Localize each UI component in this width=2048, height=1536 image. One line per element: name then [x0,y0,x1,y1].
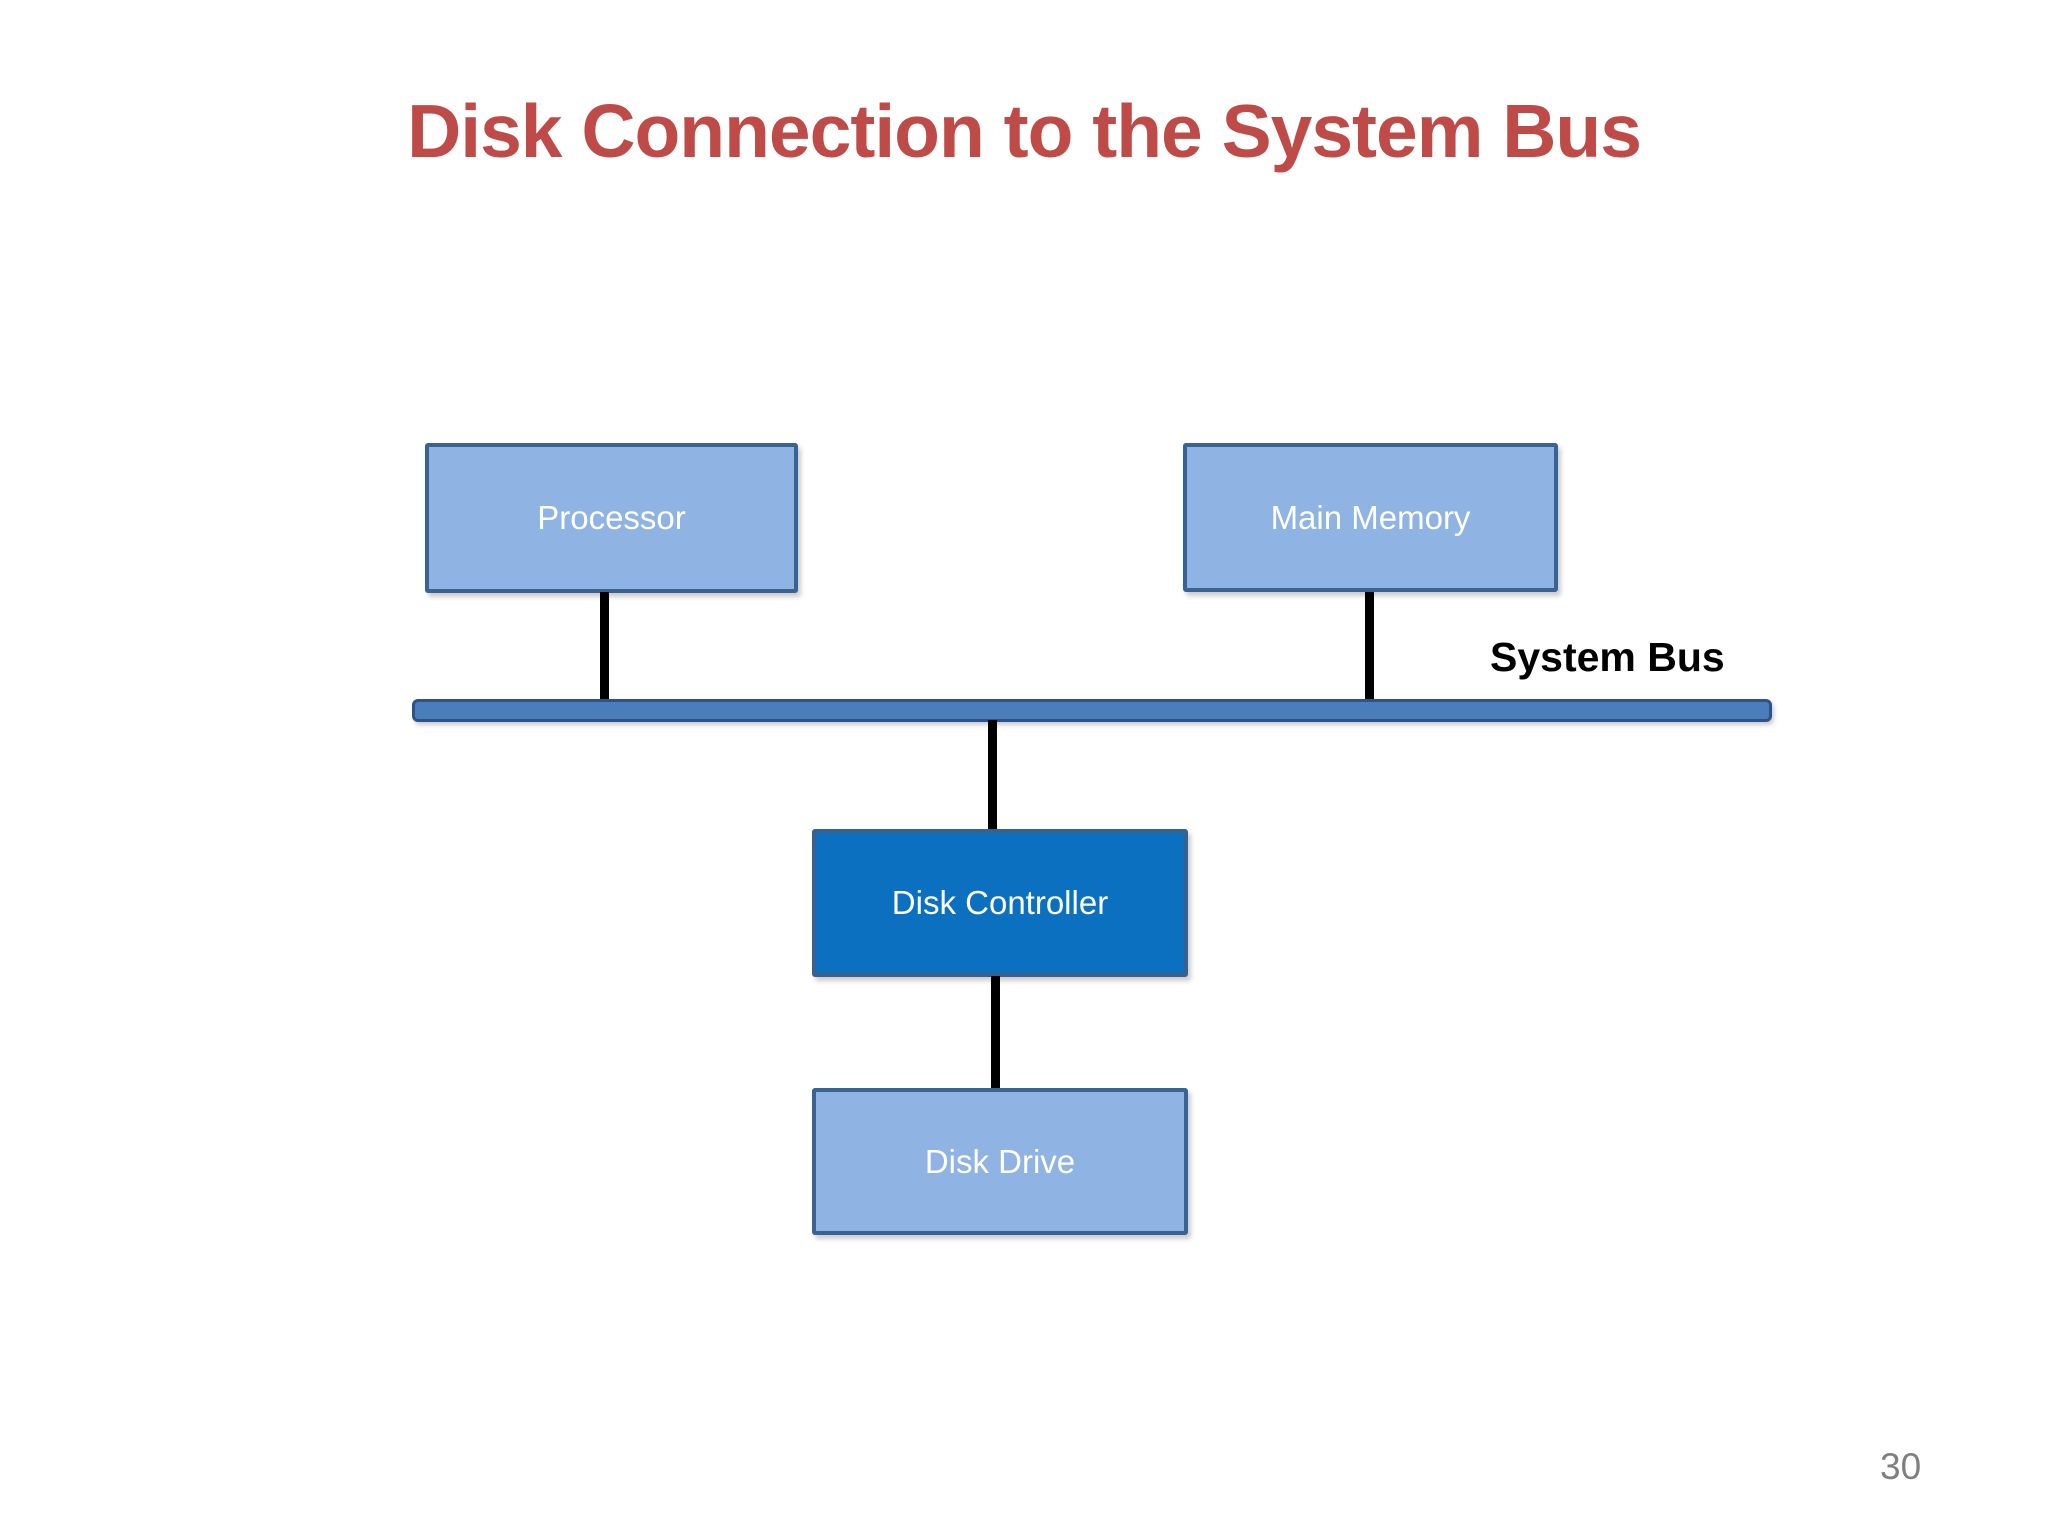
connector-bus-to-disk-controller [988,720,997,830]
connector-main-memory-to-bus [1365,592,1374,702]
node-disk-drive-label: Disk Drive [924,1142,1076,1180]
system-bus-bar [412,699,1772,722]
node-disk-drive: Disk Drive [812,1088,1188,1235]
node-disk-controller: Disk Controller [812,829,1188,977]
node-disk-controller-label: Disk Controller [891,884,1109,921]
node-processor-label: Processor [537,499,686,536]
system-bus-label: System Bus [1490,634,1725,680]
connector-processor-to-bus [600,592,609,702]
page-number: 30 [1880,1446,1922,1487]
node-main-memory-label: Main Memory [1270,498,1471,536]
slide-title: Disk Connection to the System Bus [407,89,1642,173]
node-processor: Processor [425,443,798,593]
connector-disk-controller-to-disk-drive [991,976,1000,1089]
node-main-memory: Main Memory [1183,443,1558,592]
